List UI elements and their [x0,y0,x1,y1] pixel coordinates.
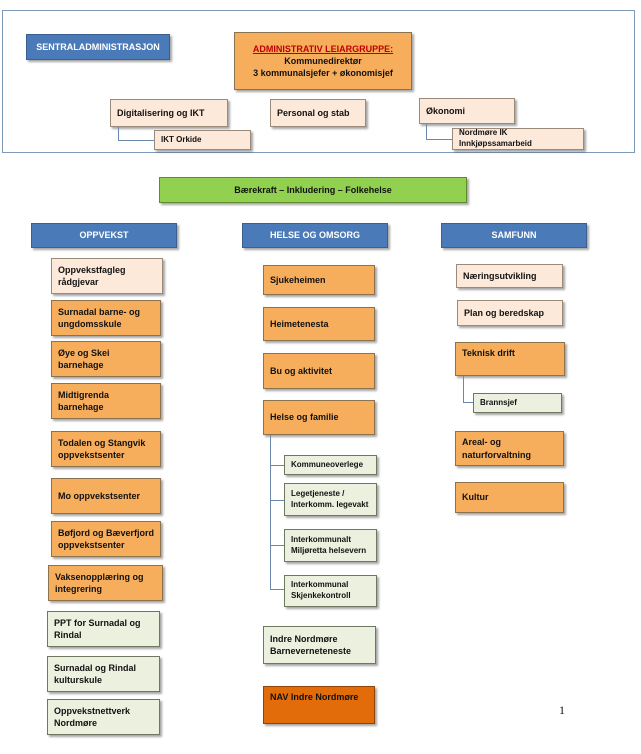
ikt-orkide-label: IKT Orkide [161,134,202,144]
helse-sub-item: Legetjeneste / Interkomm. legevakt [284,483,377,516]
digitalisering-label: Digitalisering og IKT [117,107,205,118]
samfunn-item-label: Plan og beredskap [464,307,545,318]
innkjop-box: Nordmøre IK Innkjøpssamarbeid [452,128,584,150]
nav-label: NAV Indre Nordmøre [270,692,359,702]
ikt-orkide-box: IKT Orkide [154,130,251,150]
banner-box: Bærekraft – Inkludering – Folkehelse [159,177,467,203]
oppvekst-item: Todalen og Stangvik oppvekstsenter [51,431,161,467]
oppvekst-header-label: OPPVEKST [79,230,129,241]
sentraladministrasjon-frame [2,10,635,153]
connector-ikt [118,127,119,141]
oppvekst-item: Surnadal barne- og ungdomsskule [51,300,161,336]
oppvekst-item-label: Midtigrenda barnehage [58,389,109,412]
helse-item-label: Heimetenesta [270,318,329,329]
oppvekst-item-label: Bøfjord og Bæverfjord oppvekstsenter [58,527,154,550]
helse-item: Heimetenesta [263,307,375,341]
helse-header-label: HELSE OG OMSORG [269,230,360,241]
helse-item: Bu og aktivitet [263,353,375,389]
oppvekst-item-label: Surnadal og Rindal kulturskule [54,662,137,685]
oppvekst-item-label: Todalen og Stangvik oppvekstsenter [58,437,146,460]
oppvekst-item-label: Mo oppvekstsenter [58,490,141,501]
innkjop-label: Nordmøre IK Innkjøpssamarbeid [459,128,532,148]
leiargruppe-line2: 3 kommunalsjefer + økonomisjef [253,68,393,79]
oppvekst-item-label: Oppvekstnettverk Nordmøre [54,705,131,728]
oppvekst-item-label: PPT for Surnadal og Rindal [54,617,141,640]
helse-item-label: Sjukeheimen [270,274,326,285]
samfunn-item: Kultur [455,482,564,513]
leiargruppe-box: ADMINISTRATIV LEIARGRUPPE: Kommunedirekt… [234,32,412,90]
helse-sub-item-label: Interkommunal Skjenkekontroll [291,580,351,600]
oppvekst-item: Bøfjord og Bæverfjord oppvekstsenter [51,521,161,557]
oppvekst-item-label: Vaksenopplæring og integrering [55,571,144,594]
brannsjef-connector [463,376,464,402]
oppvekst-item: Surnadal og Rindal kulturskule [47,656,160,692]
digitalisering-box: Digitalisering og IKT [110,99,228,127]
samfunn-item-label: Kultur [462,492,489,503]
oppvekst-item: PPT for Surnadal og Rindal [47,611,160,647]
barnevern-label: Indre Nordmøre Barneverneteneste [270,633,352,656]
samfunn-item: Næringsutvikling [456,264,563,288]
barnevern-box: Indre Nordmøre Barneverneteneste [263,626,376,664]
samfunn-item-label: Næringsutvikling [463,270,537,281]
oppvekst-item-label: Øye og Skei barnehage [58,347,110,370]
nav-box: NAV Indre Nordmøre [263,686,375,724]
helse-sub-item: Kommuneoverlege [284,455,377,475]
personal-label: Personal og stab [277,107,350,118]
samfunn-header: SAMFUNN [441,223,587,248]
oppvekst-header: OPPVEKST [31,223,177,248]
helse-sub-item-label: Kommuneoverlege [291,459,364,469]
connector-innkjop-h [426,139,452,140]
oppvekst-item-label: Oppvekstfagleg rådgjevar [58,264,126,287]
helse-item-label: Bu og aktivitet [270,365,333,376]
helse-sub-item-label: Interkommunalt Miljøretta helsevern [291,534,367,555]
helse-item-label: Helse og familie [270,412,339,423]
oppvekst-item: Øye og Skei barnehage [51,341,161,377]
helse-item: Sjukeheimen [263,265,375,295]
helse-subtree-line [270,435,271,589]
oppvekst-item: Midtigrenda barnehage [51,383,161,419]
sentraladministrasjon-label: SENTRALADMINISTRASJON [36,41,160,52]
helse-subtree-branch [270,465,284,466]
helse-subtree-branch [270,545,284,546]
helse-sub-item: Interkommunal Skjenkekontroll [284,575,377,607]
samfunn-item-label: Areal- og naturforvaltning [462,437,531,460]
helse-subtree-branch [270,589,284,590]
brannsjef-label: Brannsjef [480,397,517,407]
leiargruppe-line1: Kommunedirektør [284,55,362,66]
connector-ikt-h [118,140,154,141]
oppvekst-item: Oppvekstnettverk Nordmøre [47,699,160,735]
page-number: 1 [559,703,565,717]
samfunn-item: Teknisk drift [455,342,565,376]
helse-subtree-branch [270,500,284,501]
oppvekst-item-label: Surnadal barne- og ungdomsskule [58,306,141,329]
samfunn-item: Plan og beredskap [457,300,563,326]
personal-box: Personal og stab [270,99,366,127]
brannsjef-box: Brannsjef [473,393,562,413]
samfunn-header-label: SAMFUNN [491,230,537,241]
helse-item: Helse og familie [263,400,375,435]
leiargruppe-title: ADMINISTRATIV LEIARGRUPPE: [252,43,394,54]
oppvekst-item: Vaksenopplæring og integrering [48,565,163,601]
connector-innkjop [426,124,427,140]
okonomi-box: Økonomi [419,98,515,124]
banner-label: Bærekraft – Inkludering – Folkehelse [234,184,392,195]
oppvekst-item: Mo oppvekstsenter [51,478,161,514]
brannsjef-connector-h [463,402,473,403]
samfunn-item-label: Teknisk drift [462,348,515,358]
helse-sub-item: Interkommunalt Miljøretta helsevern [284,529,377,562]
samfunn-item: Areal- og naturforvaltning [455,431,564,466]
helse-header: HELSE OG OMSORG [242,223,388,248]
sentraladministrasjon-box: SENTRALADMINISTRASJON [26,34,170,60]
helse-sub-item-label: Legetjeneste / Interkomm. legevakt [291,488,369,509]
oppvekst-item: Oppvekstfagleg rådgjevar [51,258,163,294]
okonomi-label: Økonomi [426,105,466,116]
